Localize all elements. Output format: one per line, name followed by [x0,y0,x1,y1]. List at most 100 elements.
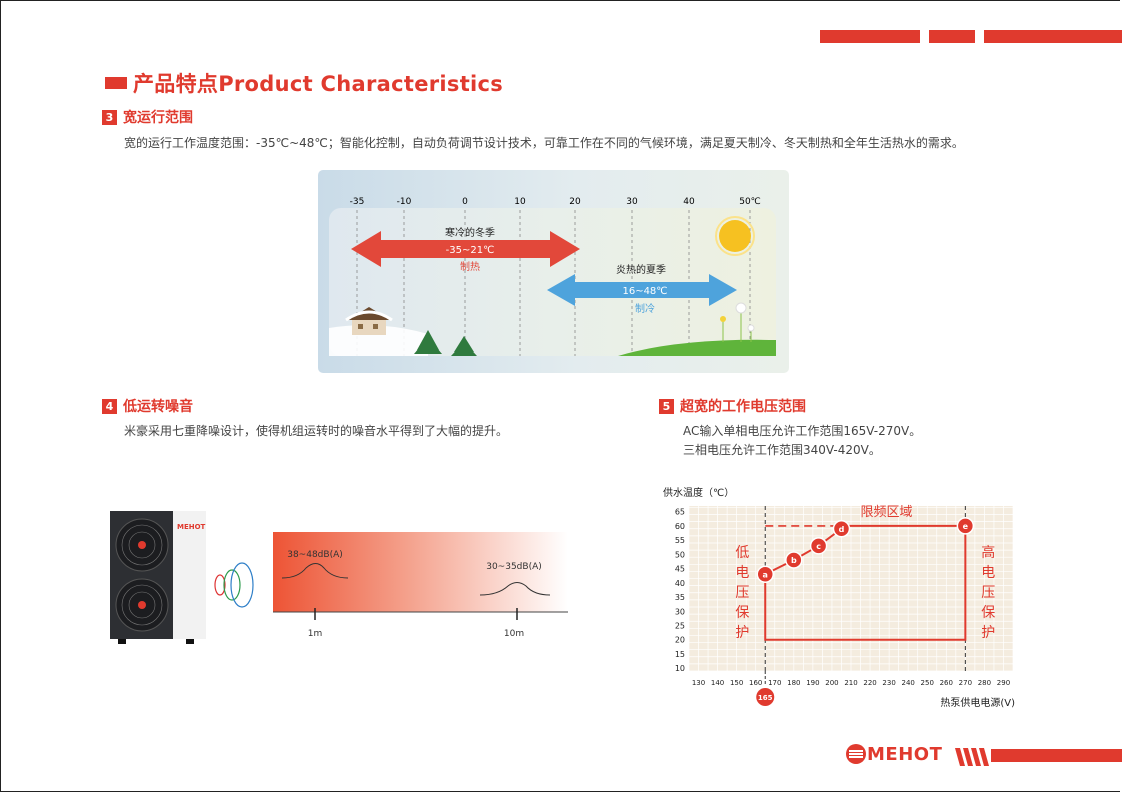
summer-range: 16~48℃ [622,286,667,297]
point-label-e: e [963,522,969,531]
footer-brand: MEHOT [867,744,943,765]
section-5-number: 5 [659,399,674,414]
section-4-number: 4 [102,399,117,414]
sound-wave-icon [214,562,254,608]
page-title-text: 产品特点Product Characteristics [133,72,504,96]
voltage-chart-ylabel: 供水温度（℃） [663,488,735,499]
x-tick-label: 200 [825,679,838,687]
summer-arrow-icon [547,274,737,306]
summer-title: 炎热的夏季 [616,263,666,276]
point-b [785,551,803,569]
x-tick-label: 170 [768,679,781,687]
temp-tick-5: 30 [626,197,638,207]
y-tick-label: 55 [675,536,685,545]
low-voltage-protection-label: 压 [735,585,749,601]
unit-brand: MEHOT [177,523,206,531]
y-tick-label: 50 [675,550,685,559]
point-label-c: c [816,542,821,551]
point-label-b: b [791,556,797,565]
x-tick-label: 140 [711,679,724,687]
section-4-body: 米豪采用七重降噪设计，使得机组运转时的噪音水平得到了大幅的提升。 [124,424,509,438]
pine-tree-icon [414,330,442,354]
header-bar-3 [984,30,1122,43]
operating-range-outline [764,524,967,641]
temp-tick-7: 50℃ [739,197,761,207]
y-tick-label: 25 [675,621,685,630]
grass-ground [618,339,776,356]
point-label-d: d [839,525,845,534]
y-tick-label: 35 [675,593,685,602]
section-3-number: 3 [102,110,117,125]
point-d [832,520,851,538]
section-5-line-2: 三相电压允许工作范围340V-420V。 [683,443,881,457]
point-c [809,537,828,555]
winter-title: 寒冷的冬季 [445,226,495,239]
dandelion-icon [722,310,752,342]
point-label-a: a [763,570,768,579]
marker-165-badge [756,688,775,706]
temp-tick-4: 20 [569,197,581,207]
temp-tick-1: -10 [397,197,412,207]
voltage-chart-xlabel: 热泵供电电源(V) [940,696,1015,709]
temp-tick-6: 40 [683,197,695,207]
x-tick-label: 150 [730,679,743,687]
near-noise-label: 38~48dB(A) [287,550,343,560]
section-5-title-text: 超宽的工作电压范围 [680,399,806,415]
y-tick-label: 30 [675,607,685,616]
winter-range: -35~21℃ [446,245,495,256]
heat-pump-unit: MEHOT [110,511,206,639]
y-tick-label: 65 [675,508,685,517]
x-tick-label: 190 [806,679,819,687]
low-voltage-protection-label: 低 [735,545,749,561]
x-tick-label: 270 [959,679,972,687]
ramp-line [764,527,843,576]
far-noise-label: 30~35dB(A) [486,562,542,572]
far-noise-curve [479,582,551,596]
x-tick-label: 160 [749,679,762,687]
temperature-range-chart: -35 -10 0 10 20 30 40 50℃ 寒冷的冬季 -35~21℃ … [318,170,789,373]
y-tick-label: 15 [675,650,685,659]
footer-stripes [955,748,1122,766]
y-tick-label: 20 [675,636,685,645]
section-4-title-text: 低运转噪音 [123,399,193,415]
x-tick-label: 210 [844,679,857,687]
section-5-title: 5 超宽的工作电压范围 [659,396,806,416]
y-tick-label: 10 [675,664,685,673]
x-tick-label: 130 [692,679,705,687]
header-bar-2 [929,30,975,43]
house-icon [345,307,393,335]
brand-logo-icon [846,744,866,764]
y-tick-label: 40 [675,579,685,588]
section-4-title: 4 低运转噪音 [102,396,193,416]
noise-gradient [273,532,568,612]
limit-zone-label: 限频区域 [861,505,913,520]
near-distance: 1m [308,629,323,639]
x-tick-label: 230 [882,679,895,687]
temp-tick-2: 0 [462,197,468,207]
unit-side-panel [173,511,206,639]
high-voltage-protection-label: 保 [981,605,995,621]
header-bar-1 [820,30,920,43]
low-voltage-protection-label: 保 [735,605,749,621]
temp-tick-3: 10 [514,197,526,207]
y-tick-label: 45 [675,565,685,574]
winter-arrow-icon [351,231,580,267]
low-voltage-protection-label: 电 [735,565,749,581]
pine-tree-icon-2 [451,336,477,356]
fan-icon [115,518,169,632]
marker-165-label: 165 [758,694,773,702]
sun-icon [719,220,751,252]
x-tick-label: 280 [978,679,991,687]
high-voltage-protection-label: 护 [981,625,995,641]
high-voltage-protection-label: 高 [981,544,995,561]
x-tick-label: 290 [997,679,1010,687]
point-e [956,517,975,535]
x-tick-label: 180 [787,679,800,687]
section-5-line-1: AC输入单相电压允许工作范围165V-270V。 [683,424,922,438]
near-noise-curve [281,563,349,579]
high-voltage-protection-label: 电 [981,565,995,581]
winter-mode: 制热 [460,260,480,273]
x-tick-label: 250 [921,679,934,687]
